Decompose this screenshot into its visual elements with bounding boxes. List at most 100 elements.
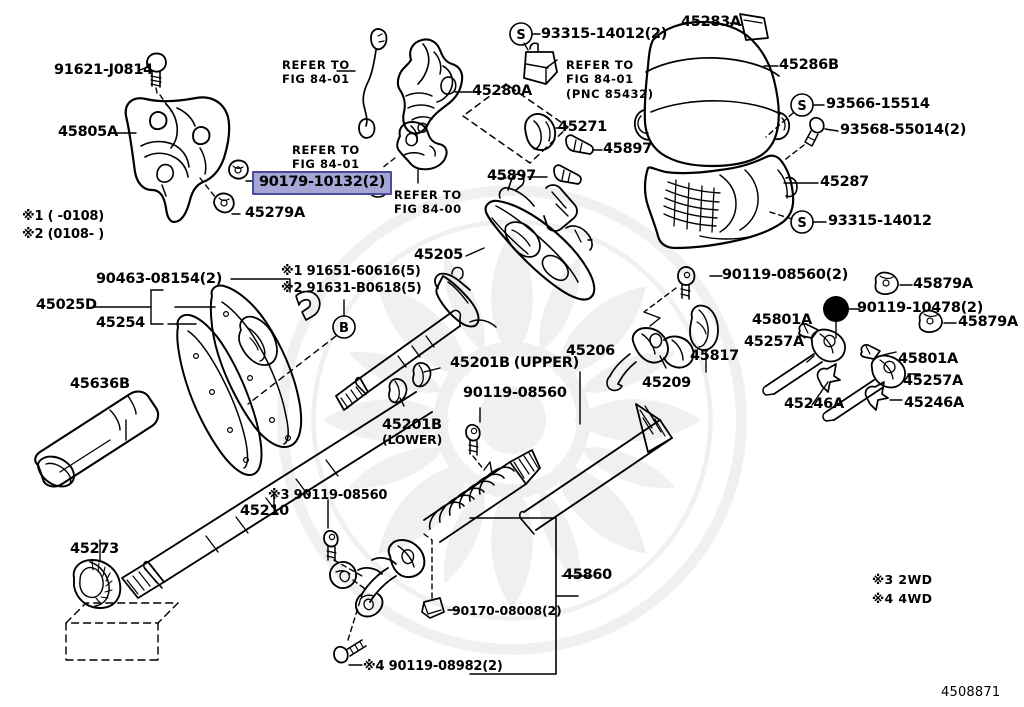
part-90119-08560-c-shape [323,529,339,562]
part-label-45805A[interactable]: 45805A [58,124,118,140]
part-45897-pin-a-shape [565,134,594,155]
part-45287-shape [643,154,798,250]
part-45801A-a-shape [798,323,819,339]
part-label-93315-14012-2[interactable]: 93315-14012(2) [541,26,668,42]
part-label-45201B-upper[interactable]: 45201B(UPPER) [450,356,579,371]
part-93315-14012-screw-shape: S [790,210,814,234]
part-45897-pin-b-shape [553,164,582,185]
legend-2wd: ※3 2WD [872,572,933,587]
part-label-45209[interactable]: 45209 [642,375,691,391]
part-label-91621-J0814[interactable]: 91621-J0814 [54,62,153,78]
part-label-90119-10478[interactable]: 90119-10478(2) [857,300,984,316]
part-label-90119-08982[interactable]: ※4 90119-08982(2) [363,659,503,674]
part-label-45879A-a[interactable]: 45879A [913,276,973,292]
date-note-2: ※2 (0108- ) [22,227,104,242]
part-label-45280A[interactable]: 45280A [472,83,532,99]
part-label-93566-15514[interactable]: 93566-15514 [826,96,930,112]
part-label-90119-08560-c[interactable]: ※3 90119-08560 [268,488,388,503]
refer-note-1-line2: FIG 84-01 [282,72,350,87]
part-45025D-cover-shape [209,284,321,448]
part-label-90179-10132-highlighted[interactable]: 90179-10132(2) [252,171,393,195]
refer-note-4-line3: (PNC 85432) [566,86,654,101]
figure-id: 4508871 [941,685,1001,700]
part-label-45817[interactable]: 45817 [690,348,739,364]
date-note-1: ※1 ( -0108) [22,209,104,224]
part-label-45287[interactable]: 45287 [820,174,869,190]
part-45205-shape [484,199,596,301]
part-ignition-switch-shape [396,121,448,171]
part-45879A-b-shape [918,309,943,333]
part-label-45279A[interactable]: 45279A [245,205,305,221]
part-label-45801A-a[interactable]: 45801A [752,312,812,328]
part-label-45201B-upper-number: 45201B [450,355,510,371]
part-label-45801A-b[interactable]: 45801A [898,351,958,367]
part-label-45286B[interactable]: 45286B [779,57,839,73]
part-45280A-shape [396,38,464,135]
part-45210-shape [121,391,433,599]
part-label-45246A-a[interactable]: 45246A [784,396,844,412]
part-label-45879A-b[interactable]: 45879A [958,314,1018,330]
part-label-45257A-b[interactable]: 45257A [903,373,963,389]
part-tilt-lever-shape [498,173,535,207]
part-45286B-shape [633,20,791,168]
svg-text:S: S [797,99,806,114]
part-45201B-lower-shape [388,378,408,404]
part-label-90119-08560-a[interactable]: 90119-08560 [463,385,567,401]
svg-text:S: S [797,216,806,231]
part-45801A-b-shape [860,344,881,360]
part-label-45201B-lower[interactable]: 45201B [382,418,442,433]
part-45279A-shape [213,192,235,214]
part-45273-shape [72,559,122,609]
part-45283A-shape [739,13,769,41]
part-label-45206[interactable]: 45206 [566,343,615,359]
part-label-90463-08154[interactable]: 90463-08154(2) [96,271,223,287]
part-upper-shaft-shape [335,309,462,411]
part-lower-bracket-shape [543,184,578,232]
part-label-45257A-a[interactable]: 45257A [744,334,804,350]
part-45246A-b-shape [864,381,889,411]
part-45817-shape [689,304,719,351]
part-label-45273[interactable]: 45273 [70,541,119,557]
part-label-45025D[interactable]: 45025D [36,297,97,313]
part-label-93315-14012[interactable]: 93315-14012 [828,213,932,229]
part-column-tube-shape [434,266,497,328]
part-label-45254[interactable]: 45254 [96,315,145,331]
part-label-45897-b[interactable]: 45897 [487,168,536,184]
part-label-45201B-lower-suffix: (LOWER) [382,432,443,447]
part-90170-08008-shape [421,597,445,619]
part-label-45210[interactable]: 45210 [240,503,289,519]
part-45246A-a-shape [816,363,841,393]
part-45201B-upper-shape [412,362,432,388]
part-sensor-harness-shape [358,28,388,139]
part-label-45271[interactable]: 45271 [558,119,607,135]
part-90119-08560-b-bolt-shape [677,266,696,300]
part-90179-10132-shape [228,159,249,180]
legend-4wd: ※4 4WD [872,591,933,606]
part-90119-10478-shape [823,296,849,322]
part-label-45205[interactable]: 45205 [414,247,463,263]
part-45805A-shape [124,96,231,224]
part-label-45246A-b[interactable]: 45246A [904,395,964,411]
refer-note-4-line1: REFER TO [566,58,634,72]
part-label-45283A[interactable]: 45283A [681,14,741,30]
part-label-91631-B0618[interactable]: ※2 91631-B0618(5) [281,281,422,296]
marker-s-93315-shape: S [509,22,533,46]
part-label-91651-60616[interactable]: ※1 91651-60616(5) [281,264,421,279]
part-label-45636B[interactable]: 45636B [70,376,130,392]
part-45257A-a-shape [762,328,846,396]
part-label-45860[interactable]: 45860 [563,567,612,583]
refer-note-3-line2: FIG 84-00 [394,202,462,217]
part-label-45201B-lower-number: 45201B [382,417,442,433]
part-label-90119-08560-b[interactable]: 90119-08560(2) [722,267,849,283]
part-label-45897-a[interactable]: 45897 [603,141,652,157]
part-label-93568-55014[interactable]: 93568-55014(2) [840,122,967,138]
svg-text:B: B [339,321,349,336]
part-45271-shape [524,112,557,151]
marker-b-shape: B [332,315,356,339]
part-label-90170-08008[interactable]: 90170-08008(2) [452,603,562,618]
